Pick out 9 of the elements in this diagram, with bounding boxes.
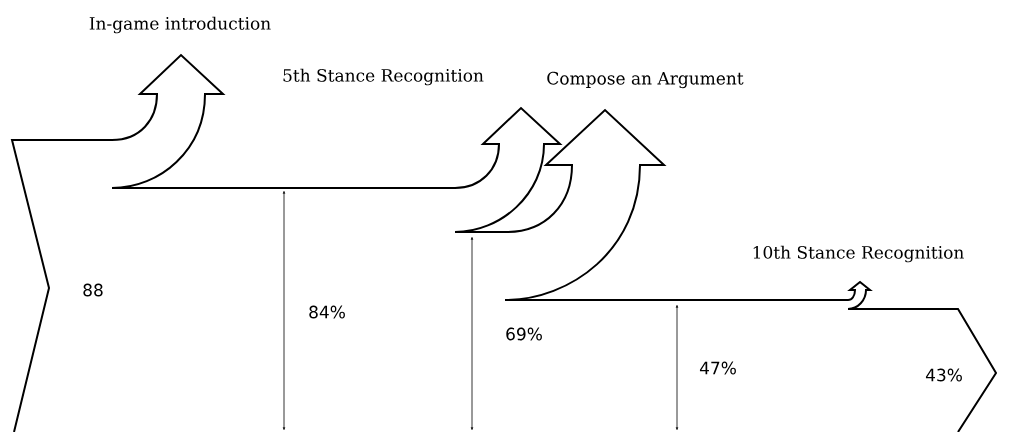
title-text: 10th Stance Recognition [753, 245, 964, 263]
title-text: In-game introduction [89, 16, 271, 34]
title-text: Compose an Argument [547, 71, 744, 89]
value-label: 84% [309, 305, 345, 319]
value-label: 69% [506, 327, 542, 341]
value-label: 47% [699, 361, 736, 375]
value-label: 88 [83, 283, 103, 297]
title-text: 5th Stance Recognition [283, 68, 484, 86]
value-label: 43% [925, 368, 962, 382]
